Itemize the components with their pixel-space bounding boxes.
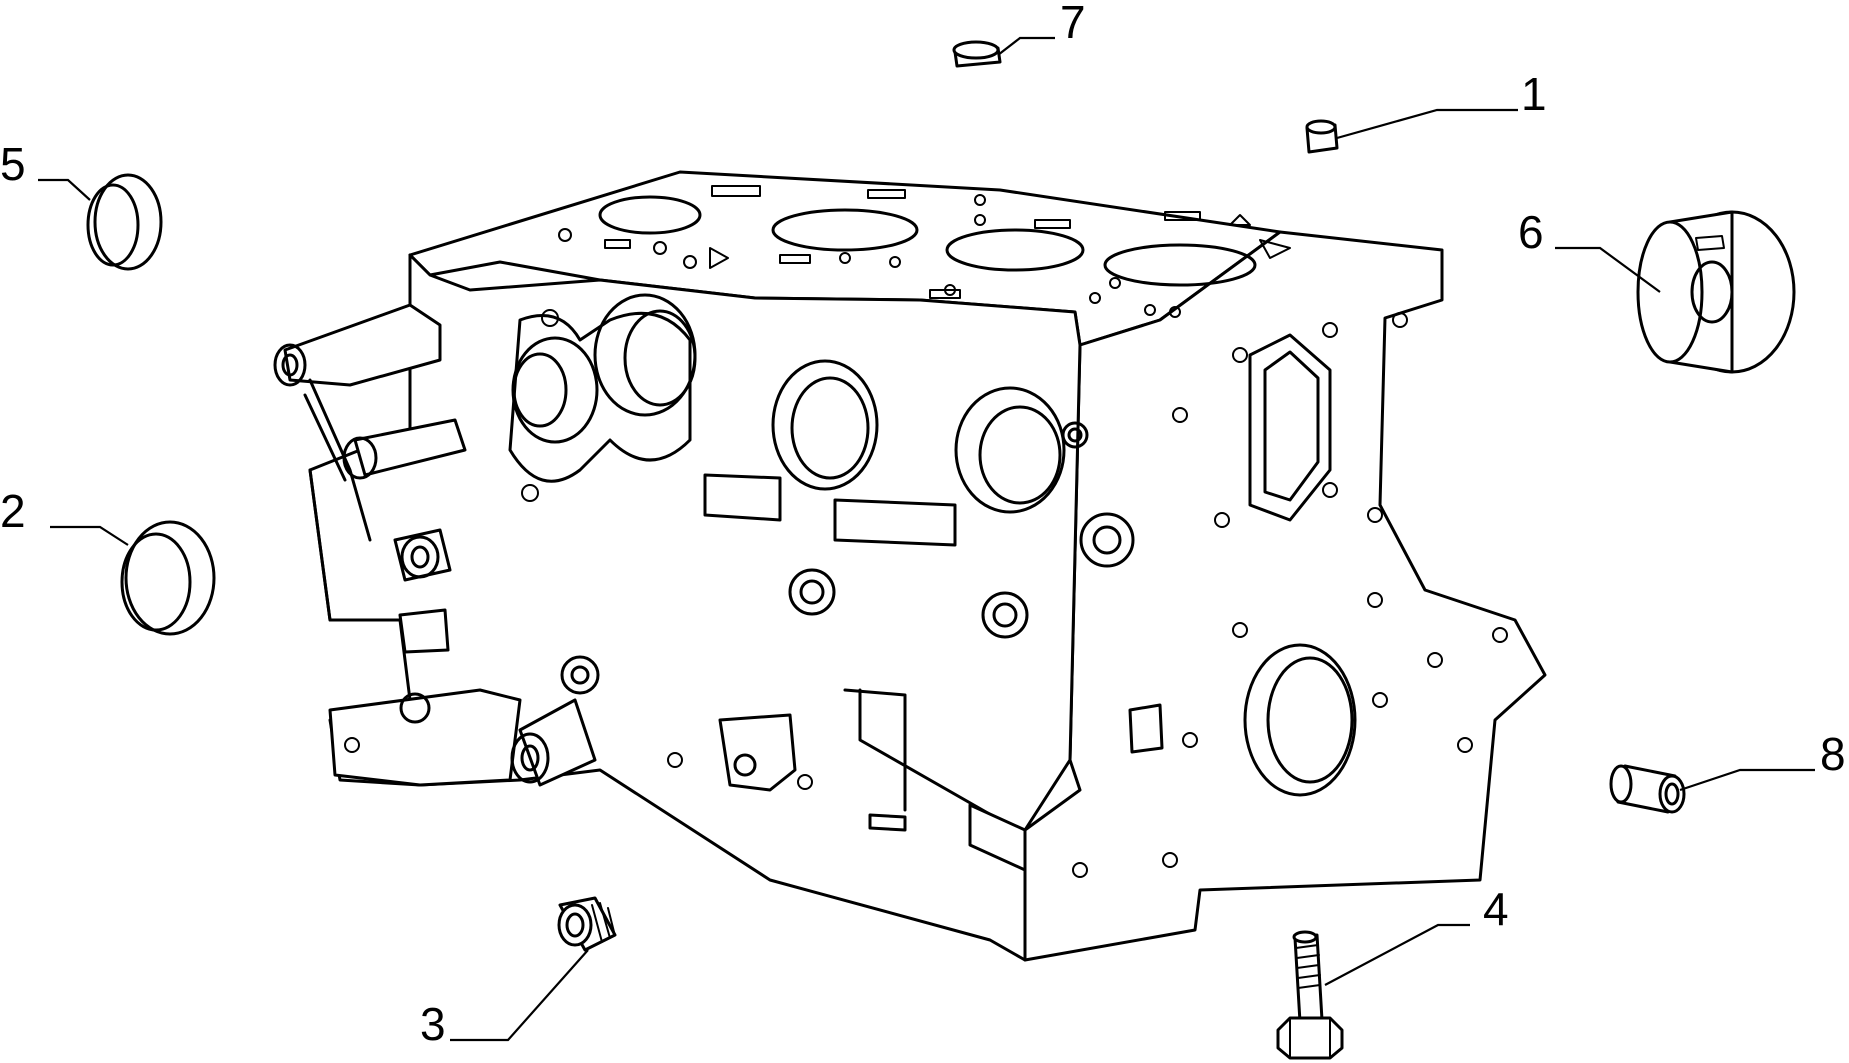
cylinder-bore	[1103, 243, 1257, 287]
part-1-dowel	[1305, 119, 1339, 154]
callout-number-3: 3	[420, 998, 446, 1050]
part-7-cap	[952, 40, 1002, 68]
part-6-seal	[1636, 210, 1796, 374]
boss	[981, 591, 1029, 639]
part-8-sleeve	[1609, 764, 1686, 814]
callout-1: 1	[1336, 68, 1547, 140]
callout-6: 6	[1518, 206, 1661, 293]
cylinder-bore	[771, 208, 919, 252]
part-2-core-plug	[120, 520, 216, 636]
callout-7: 7	[997, 0, 1086, 56]
part-5-core-plug	[86, 173, 163, 271]
part-3-threaded-plug	[557, 896, 617, 952]
callout-number-5: 5	[0, 138, 26, 190]
callout-number-1: 1	[1521, 68, 1547, 120]
bore-opening	[954, 386, 1066, 514]
cylinder-bore	[598, 195, 702, 235]
cylinder-bore	[945, 228, 1085, 272]
engine-block	[273, 170, 1547, 962]
callout-number-2: 2	[0, 485, 26, 537]
callout-5: 5	[0, 138, 91, 201]
callout-4: 4	[1324, 883, 1509, 986]
crankshaft-bore	[1243, 643, 1357, 797]
boss	[1079, 512, 1135, 568]
callout-number-8: 8	[1820, 728, 1846, 780]
callout-number-4: 4	[1483, 883, 1509, 935]
part-4-bolt	[1276, 930, 1344, 1060]
bore-opening	[771, 359, 879, 491]
callout-2: 2	[0, 485, 129, 546]
callout-3: 3	[420, 949, 589, 1050]
boss	[788, 568, 836, 616]
callout-8: 8	[1679, 728, 1846, 792]
callout-number-6: 6	[1518, 206, 1544, 258]
callout-number-7: 7	[1060, 0, 1086, 48]
